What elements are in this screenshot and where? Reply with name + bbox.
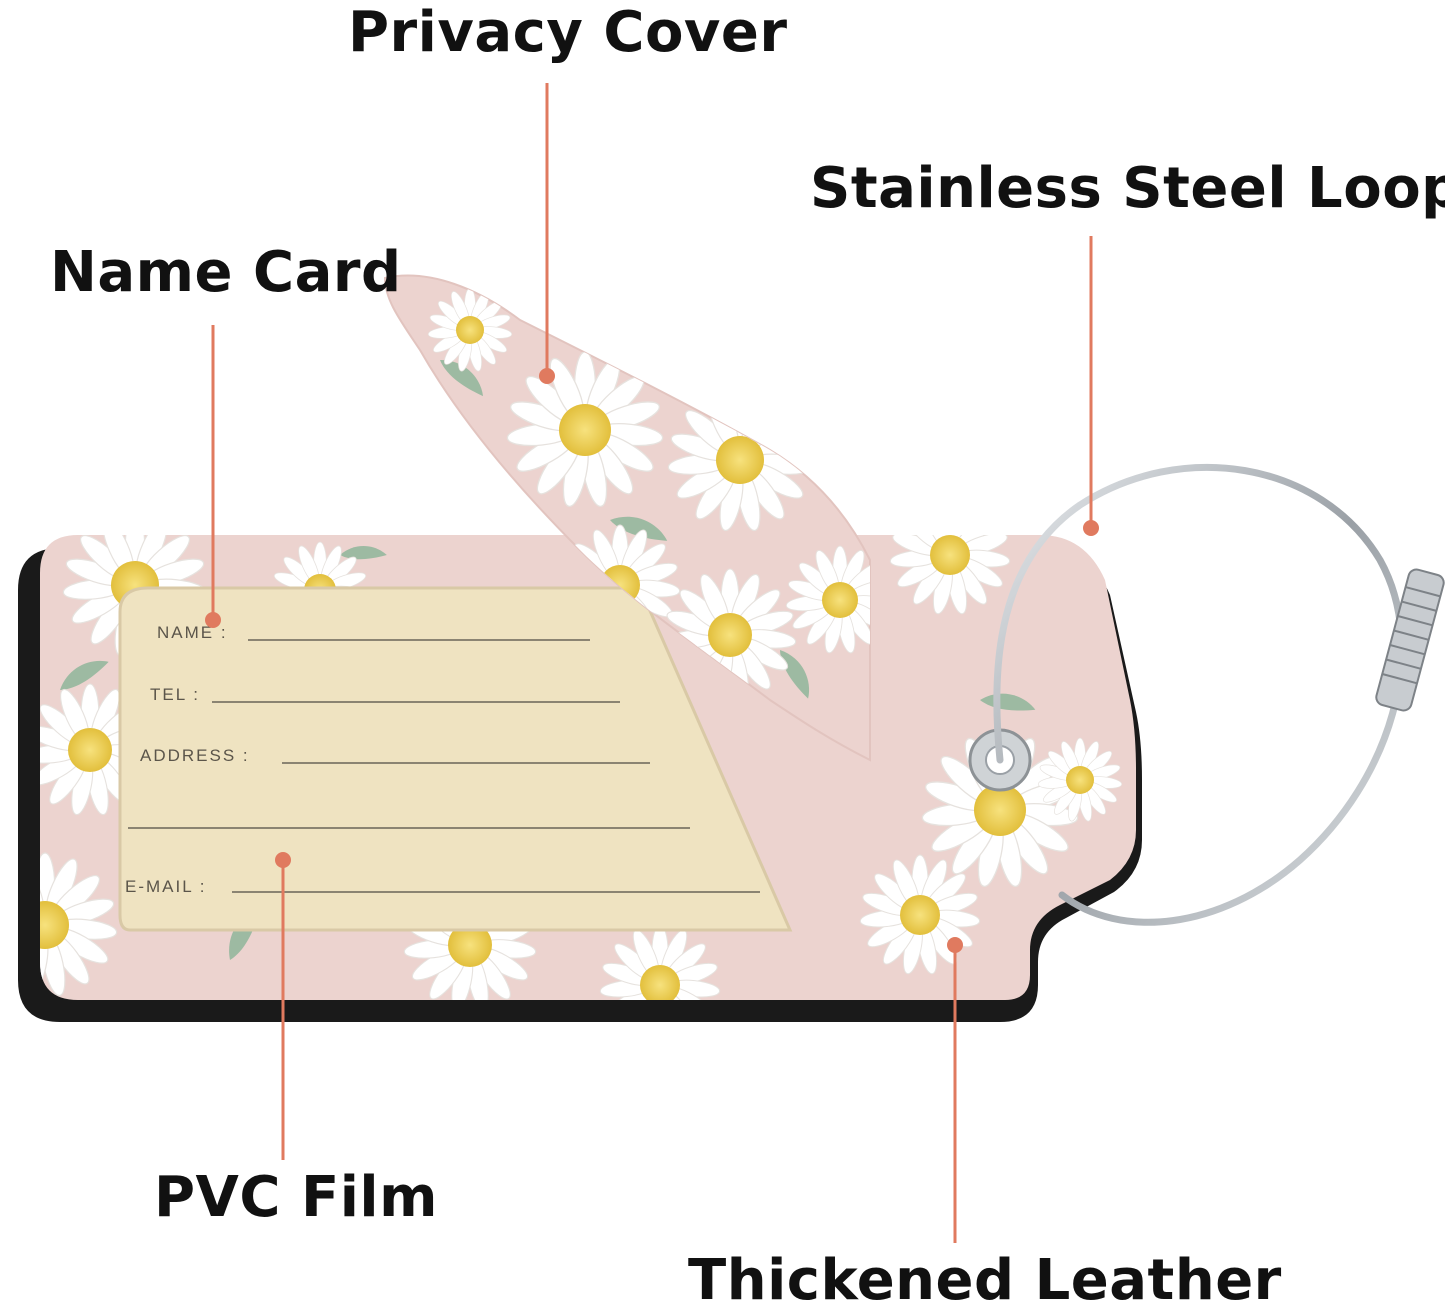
privacy-cover bbox=[383, 274, 871, 762]
callout-privacy-cover bbox=[539, 83, 555, 384]
callout-stainless-steel-loop bbox=[1083, 236, 1099, 536]
label-pvc-film: PVC Film bbox=[154, 1165, 438, 1230]
callout-name-card bbox=[205, 325, 221, 628]
name-card bbox=[118, 586, 793, 932]
card-field-name: NAME : bbox=[157, 623, 228, 642]
card-field-email: E-MAIL : bbox=[125, 877, 207, 896]
label-name-card: Name Card bbox=[50, 240, 402, 305]
stainless-steel-loop bbox=[993, 463, 1445, 926]
label-privacy-cover: Privacy Cover bbox=[348, 0, 788, 65]
loop-screw-lock bbox=[1375, 568, 1445, 712]
label-stainless-steel-loop: Stainless Steel Loop bbox=[810, 156, 1445, 221]
callout-thickened-leather bbox=[947, 937, 963, 1243]
label-thickened-leather: Thickened Leather bbox=[688, 1248, 1282, 1313]
callout-pvc-film bbox=[275, 852, 291, 1160]
card-field-address: ADDRESS : bbox=[140, 746, 250, 765]
card-field-tel: TEL : bbox=[150, 685, 200, 704]
